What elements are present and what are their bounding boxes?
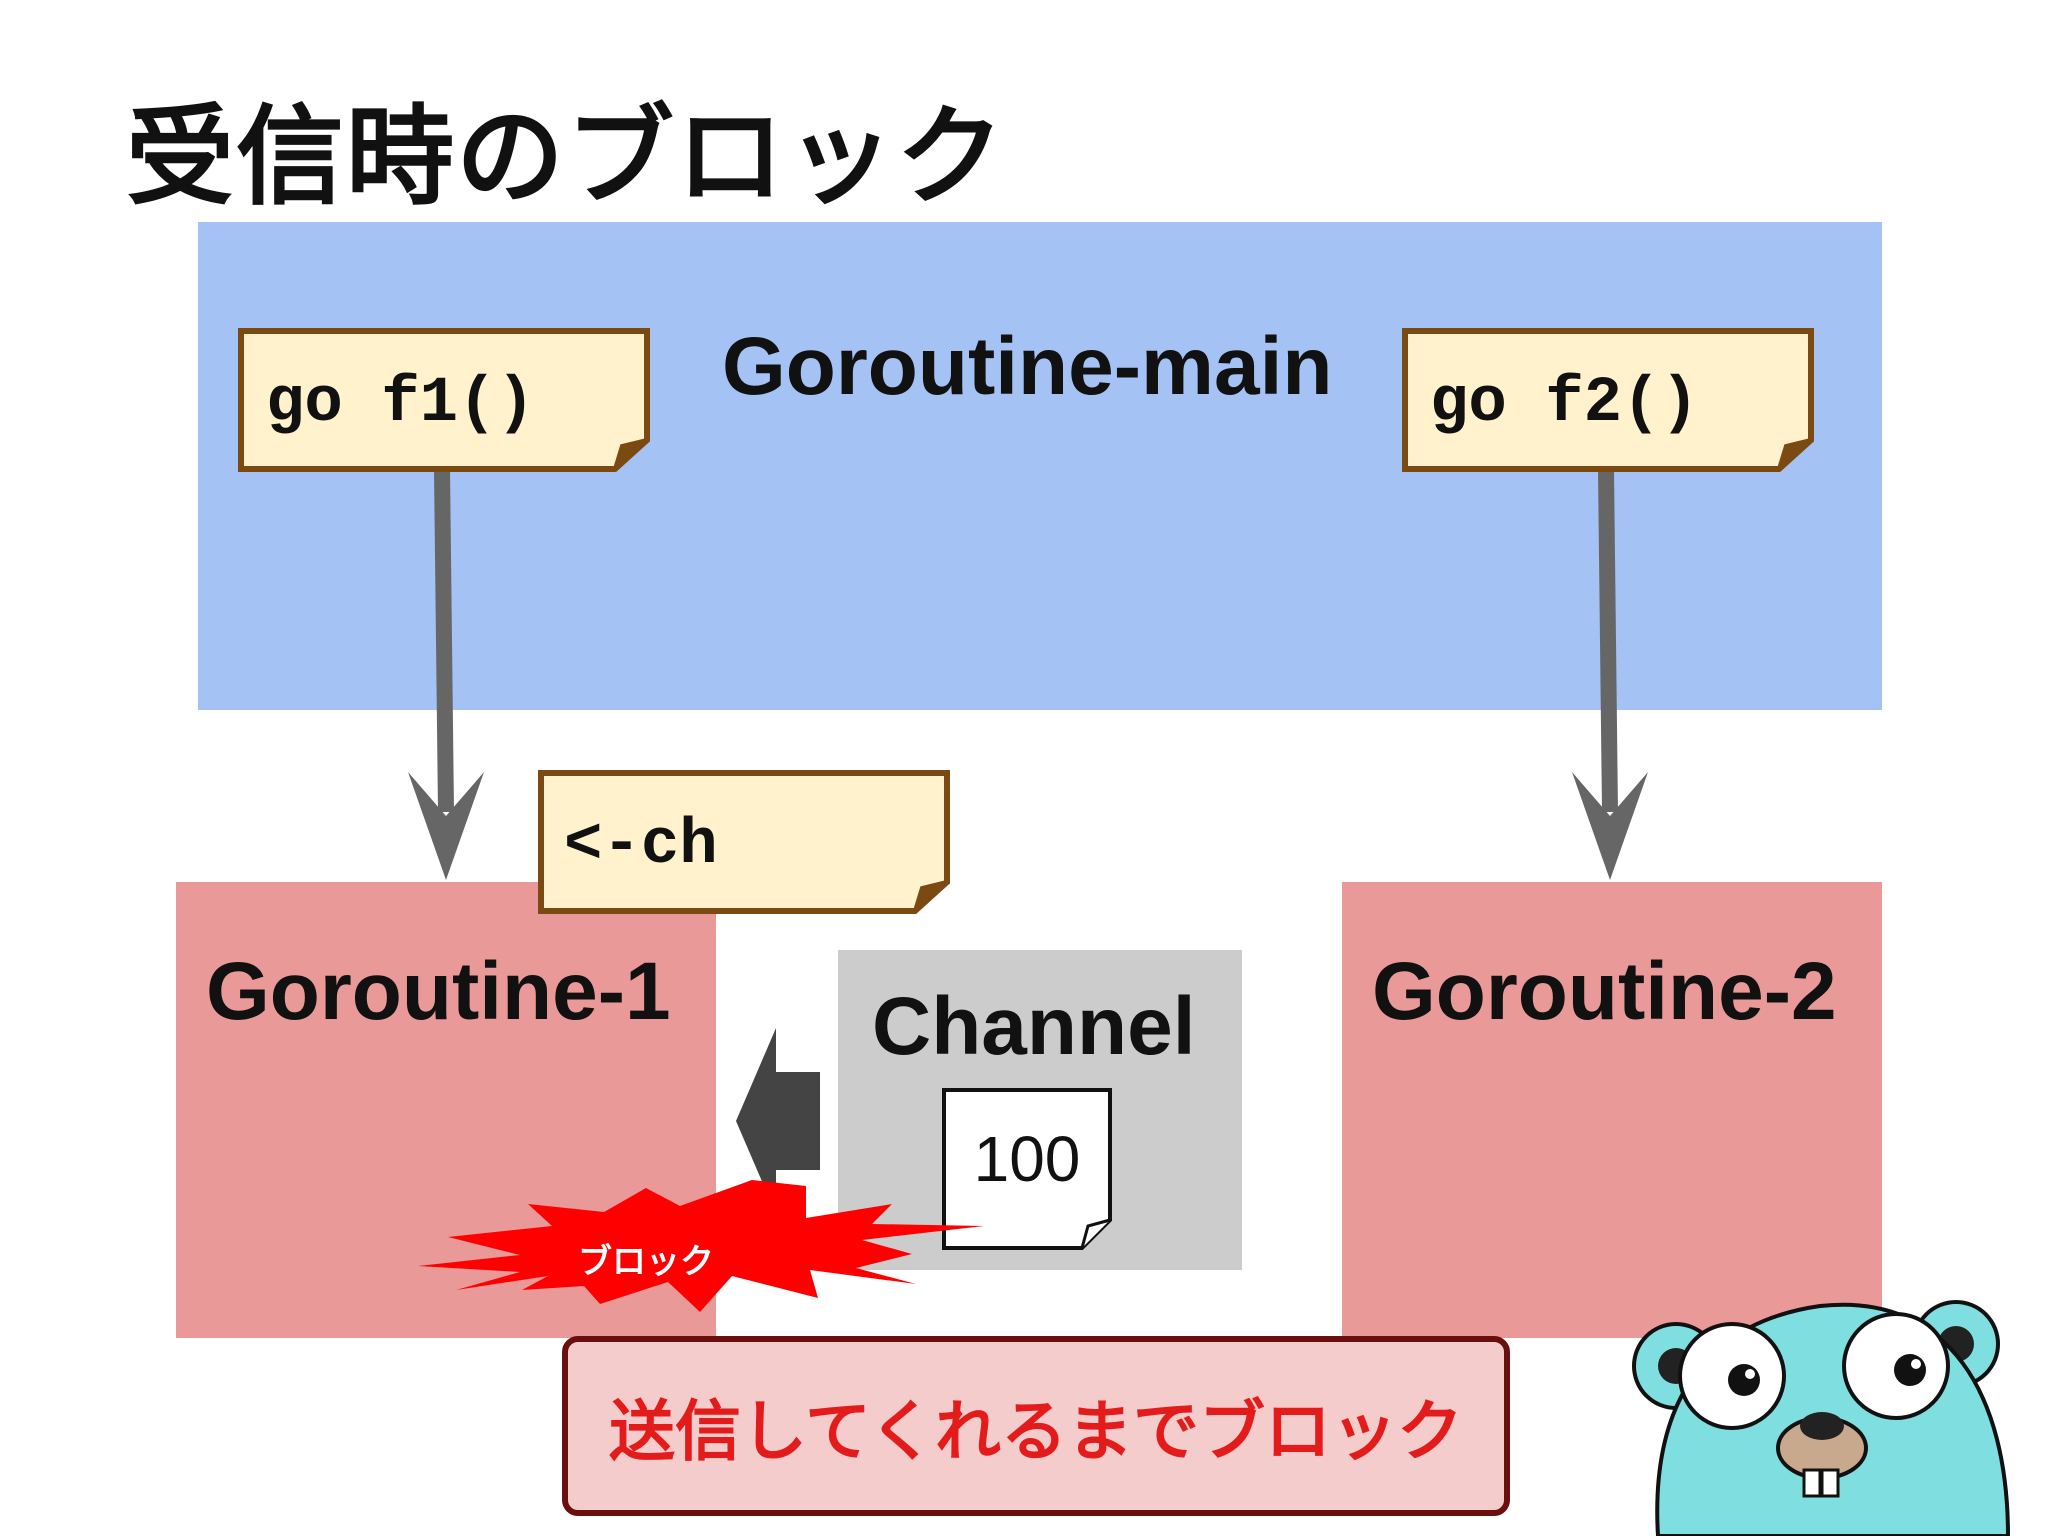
page-title: 受信時のブロック xyxy=(126,95,1007,220)
goroutine-1-label: Goroutine-1 xyxy=(206,946,671,1037)
channel-label: Channel xyxy=(872,981,1196,1072)
blocking-callout: 送信してくれるまでブロック xyxy=(562,1336,1510,1516)
note-go-f2 xyxy=(1402,328,1814,472)
goroutine-2-box xyxy=(1342,882,1882,1338)
value-card xyxy=(942,1088,1112,1250)
goroutine-main-label: Goroutine-main xyxy=(722,321,1333,412)
arrow-to-goroutine-2 xyxy=(1572,469,1648,880)
gopher-mascot-icon xyxy=(1632,1300,2011,1536)
block-burst-label: ブロック xyxy=(578,1242,714,1282)
note-recv xyxy=(538,770,950,914)
note-go-f2-text: go f2() xyxy=(1430,368,1699,440)
blocking-callout-text: 送信してくれるまでブロック xyxy=(608,1393,1464,1470)
note-go-f1 xyxy=(238,328,650,472)
note-recv-text: <-ch xyxy=(564,810,718,882)
arrow-to-goroutine-1 xyxy=(408,469,484,880)
goroutine-2-label: Goroutine-2 xyxy=(1372,946,1837,1037)
channel-value: 100 xyxy=(973,1123,1081,1195)
note-go-f1-text: go f1() xyxy=(266,368,535,440)
